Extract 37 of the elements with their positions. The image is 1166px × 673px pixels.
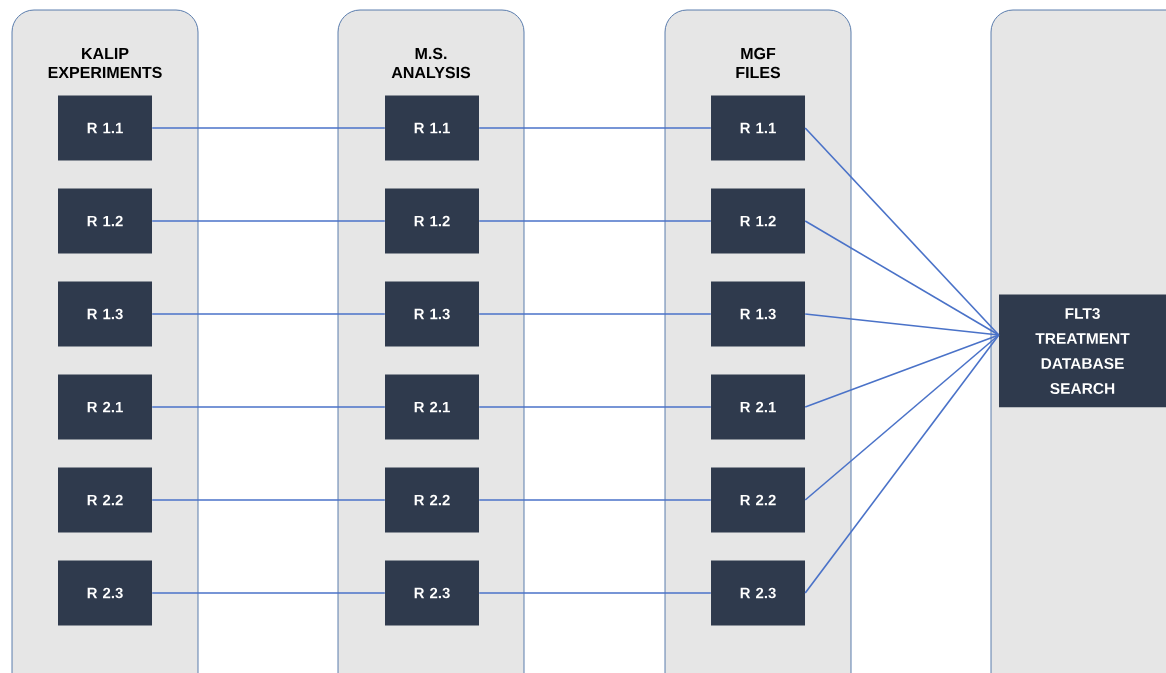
connector-line (804, 127, 1000, 336)
connector-line (151, 499, 386, 501)
process-box: R 1.3 (711, 281, 805, 347)
process-box: FLT3 TREATMENT DATABASE SEARCH (999, 294, 1166, 408)
process-box: R 1.1 (385, 95, 479, 161)
process-box: R 1.2 (58, 188, 152, 254)
connector-line (804, 334, 1000, 594)
process-box: R 1.2 (385, 188, 479, 254)
connector-line (478, 127, 712, 129)
connector-line (804, 334, 1000, 408)
connector-line (478, 220, 712, 222)
process-box: R 2.3 (385, 560, 479, 626)
process-box: R 2.3 (58, 560, 152, 626)
connector-line (478, 313, 712, 315)
process-box: R 2.1 (711, 374, 805, 440)
connector-line (151, 406, 386, 408)
connector-line (151, 220, 386, 222)
connector-line (478, 592, 712, 594)
process-box: R 1.3 (58, 281, 152, 347)
process-box: R 2.1 (58, 374, 152, 440)
process-box: R 2.3 (711, 560, 805, 626)
connector-line (804, 220, 1000, 336)
connector-line (151, 592, 386, 594)
connector-line (804, 334, 1000, 501)
process-box: R 1.1 (58, 95, 152, 161)
process-box: R 1.2 (711, 188, 805, 254)
process-box: R 1.3 (385, 281, 479, 347)
process-box: R 2.2 (58, 467, 152, 533)
process-box: R 2.2 (385, 467, 479, 533)
connector-line (478, 499, 712, 501)
connector-line (151, 127, 386, 129)
connector-line (151, 313, 386, 315)
process-box: R 1.1 (711, 95, 805, 161)
connector-line (804, 313, 1000, 336)
connector-line (478, 406, 712, 408)
process-box: R 2.2 (711, 467, 805, 533)
process-box: R 2.1 (385, 374, 479, 440)
